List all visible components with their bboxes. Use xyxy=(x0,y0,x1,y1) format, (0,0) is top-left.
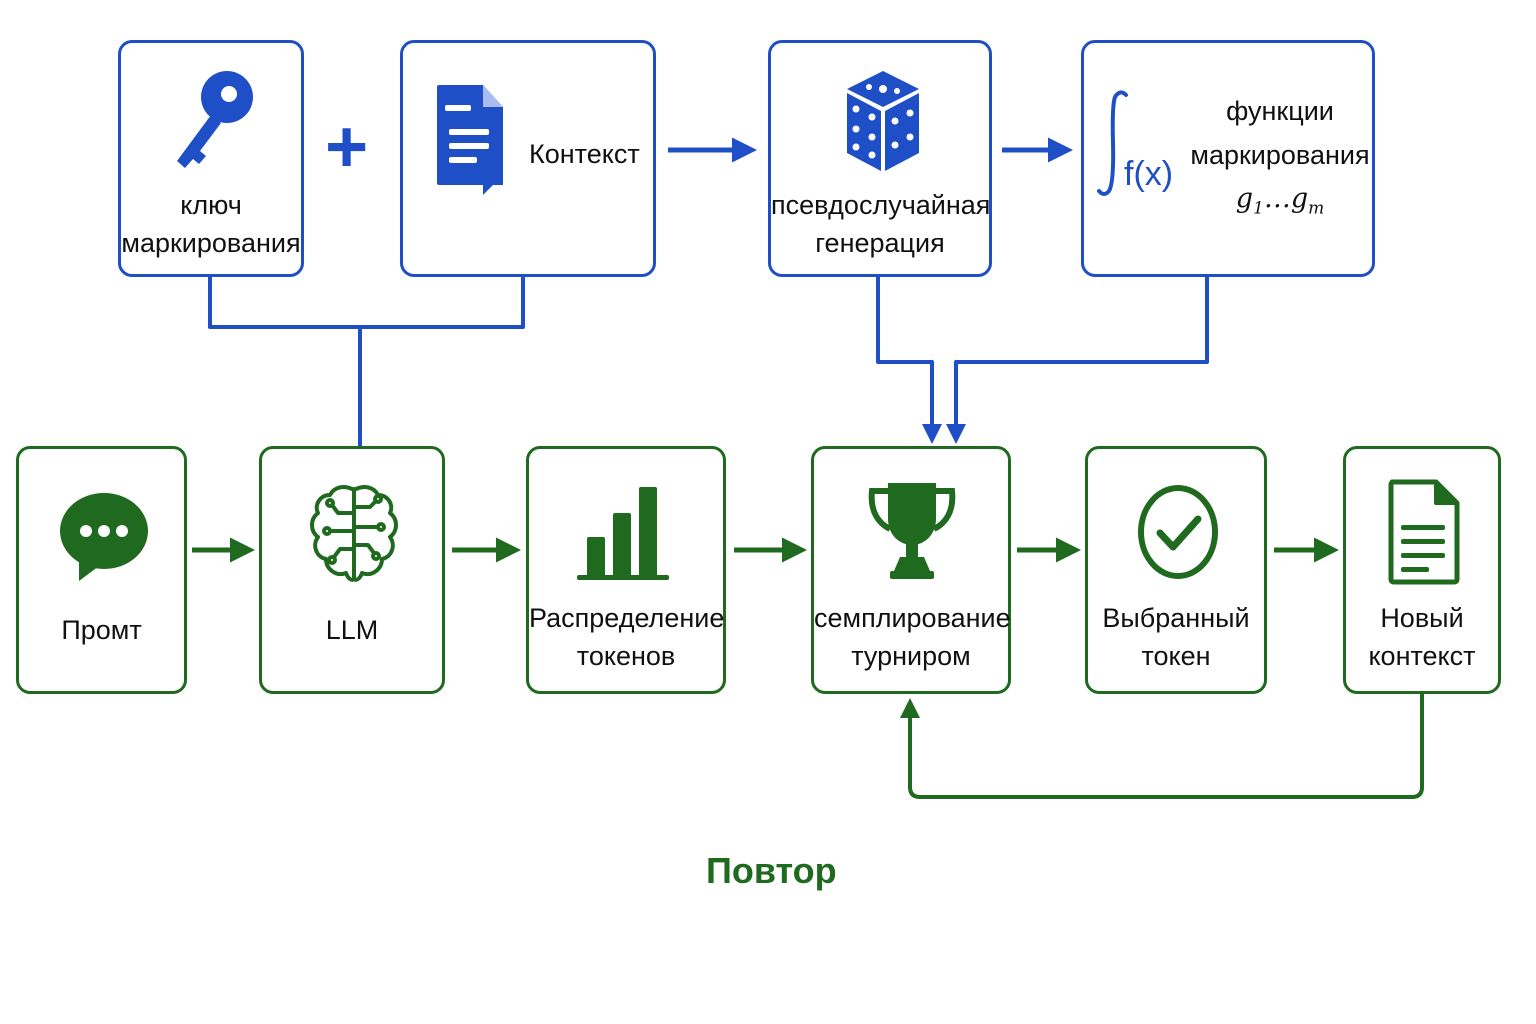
bar-chart-icon xyxy=(577,487,669,580)
key-box-label: ключ маркирования xyxy=(121,190,301,258)
document-icon xyxy=(437,85,503,195)
g1-gm-label: g1…gm xyxy=(1235,183,1325,219)
key-icon xyxy=(177,71,253,168)
brain-circuit-icon xyxy=(310,485,398,582)
key-context-to-llm-connector xyxy=(208,276,525,446)
new-context-box: Новый контекст xyxy=(1343,446,1501,694)
chat-bubble-icon xyxy=(60,493,148,581)
fx-text: f(x) xyxy=(1124,155,1174,193)
random-to-tournament-arrow xyxy=(876,276,942,444)
context-label: Контекст xyxy=(529,139,640,169)
new-context-label: Новый контекст xyxy=(1368,603,1476,671)
context-box: Контекст xyxy=(400,40,656,277)
llm-box: LLM xyxy=(259,446,445,694)
document-icon xyxy=(1388,479,1460,585)
integral-icon xyxy=(1097,90,1128,196)
watermark-key-box: ключ маркирования xyxy=(118,40,304,277)
check-circle-icon xyxy=(1138,485,1218,579)
prompt-box: Промт xyxy=(16,446,187,694)
prompt-label: Промт xyxy=(61,615,142,645)
llm-label: LLM xyxy=(325,615,379,645)
marking-functions-label: функции маркирования g1…gm xyxy=(1188,89,1372,230)
selected-token-box: Выбранный токен xyxy=(1085,446,1267,694)
repeat-loop-arrow xyxy=(900,694,1424,799)
dice-icon xyxy=(847,71,919,171)
token-distribution-box: Распределение токенов xyxy=(526,446,726,694)
tournament-sampling-box: семплирование турниром xyxy=(811,446,1011,694)
pseudorandom-label: псевдослучайная генерация xyxy=(771,190,991,258)
token-distribution-label: Распределение токенов xyxy=(529,603,725,671)
pseudorandom-generation-box: псевдослучайная генерация xyxy=(768,40,992,277)
plus-sign: + xyxy=(325,105,369,188)
tournament-sampling-label: семплирование турниром xyxy=(814,603,1011,671)
selected-token-label: Выбранный токен xyxy=(1102,603,1250,671)
repeat-label: Повтор xyxy=(706,850,837,891)
marking-functions-box: f(x) функции маркирования g1…gm xyxy=(1081,40,1375,277)
functions-to-tournament-arrow xyxy=(946,276,1209,444)
trophy-icon xyxy=(868,483,956,579)
